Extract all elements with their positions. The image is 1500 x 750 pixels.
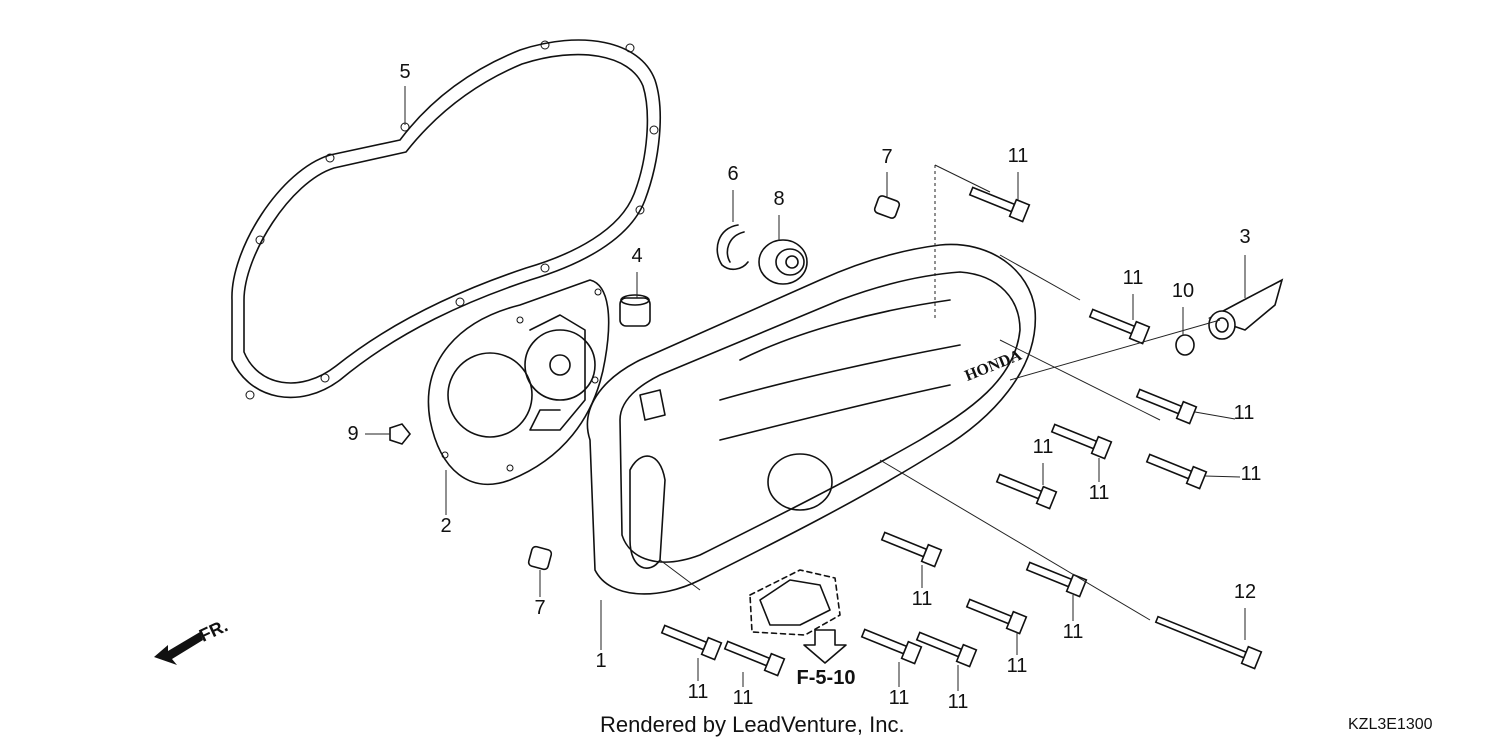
callout-11[interactable]: 11 xyxy=(733,687,754,709)
callout-11[interactable]: 11 xyxy=(1123,267,1144,289)
leader-lines xyxy=(404,86,1246,691)
callout-7[interactable]: 7 xyxy=(534,597,545,619)
callout-11[interactable]: 11 xyxy=(1007,655,1028,677)
callout-4[interactable]: 4 xyxy=(631,245,642,267)
callout-11[interactable]: 11 xyxy=(1033,436,1054,458)
callout-11[interactable]: 11 xyxy=(912,588,933,610)
callout-10[interactable]: 10 xyxy=(1172,280,1194,302)
callout-11[interactable]: 11 xyxy=(948,691,969,713)
callout-3[interactable]: 3 xyxy=(1239,226,1250,248)
section-ref-label: F-5-10 xyxy=(797,667,856,689)
front-label: FR. xyxy=(196,615,231,645)
dowel-7-top[interactable] xyxy=(873,195,901,219)
dowel-7-bottom[interactable] xyxy=(527,545,553,571)
cover-1[interactable]: HONDA xyxy=(586,243,1037,595)
callout-5[interactable]: 5 xyxy=(399,61,410,83)
callout-11[interactable]: 11 xyxy=(889,687,910,709)
o-ring-10[interactable] xyxy=(1175,334,1195,356)
callout-11[interactable]: 11 xyxy=(1063,621,1084,643)
bracket xyxy=(749,569,841,636)
front-arrow-icon xyxy=(154,632,203,665)
callout-1[interactable]: 1 xyxy=(595,650,606,672)
bolt-9[interactable] xyxy=(365,423,412,445)
callout-8[interactable]: 8 xyxy=(773,188,784,210)
callout-9[interactable]: 9 xyxy=(347,423,358,445)
callout-2[interactable]: 2 xyxy=(440,515,451,537)
front-indicator: FR. xyxy=(154,615,231,665)
section-ref[interactable]: F-5-10 xyxy=(797,629,856,689)
callout-6[interactable]: 6 xyxy=(727,163,738,185)
bearing-8[interactable] xyxy=(758,239,808,285)
circlip-6[interactable] xyxy=(716,224,749,271)
callout-7[interactable]: 7 xyxy=(881,146,892,168)
plate-2[interactable] xyxy=(427,279,610,486)
callout-11[interactable]: 11 xyxy=(1241,463,1262,485)
gasket-5[interactable] xyxy=(231,39,661,400)
diagram-code: KZL3E1300 xyxy=(1348,716,1433,733)
callout-11[interactable]: 11 xyxy=(1008,145,1029,167)
bolts[interactable] xyxy=(660,183,1263,677)
callout-11[interactable]: 11 xyxy=(1089,482,1110,504)
callout-11[interactable]: 11 xyxy=(688,681,709,703)
callout-11[interactable]: 11 xyxy=(1234,402,1255,424)
credit-text: Rendered by LeadVenture, Inc. xyxy=(600,712,905,737)
plug-3[interactable] xyxy=(1208,278,1284,340)
callout-12[interactable]: 12 xyxy=(1234,581,1256,603)
dowel-4[interactable] xyxy=(619,294,651,327)
